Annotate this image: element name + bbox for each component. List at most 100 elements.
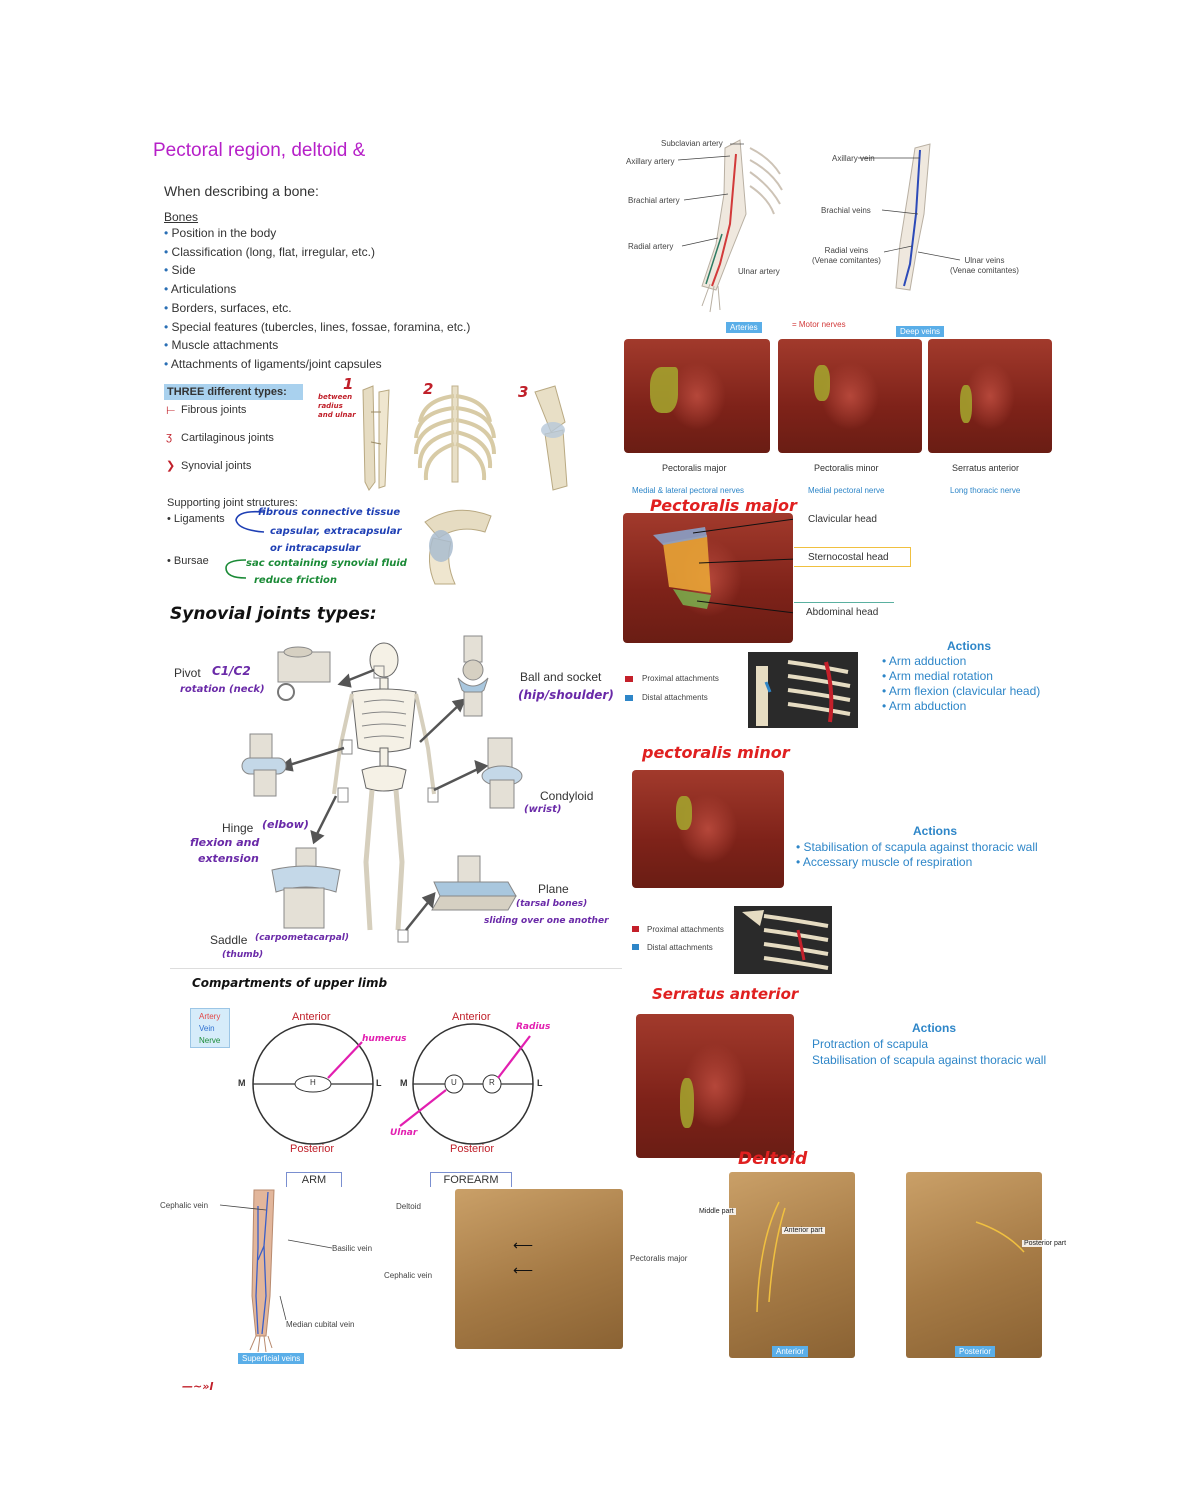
vein-leader-lines — [219, 1204, 333, 1321]
highlight — [960, 385, 972, 423]
list-item: Attachments of ligaments/joint capsules — [164, 355, 470, 374]
radius-ulnar-note: between radius and ulnar — [318, 393, 356, 419]
condyloid-note: (wrist) — [524, 804, 562, 815]
list-item: Arm flexion (clavicular head) — [882, 684, 1040, 699]
posterior-tag: Posterior — [955, 1346, 996, 1357]
cartilaginous-joints: Cartilaginous joints — [181, 432, 274, 444]
fibrous-joints: Fibrous joints — [181, 404, 247, 416]
sternocostal-head-label: Sternocostal head — [808, 552, 889, 563]
arm-vessels-diagram — [677, 139, 961, 313]
serratus-actions-head: Actions — [912, 1021, 957, 1035]
serratus-action-1: Protraction of scapula — [812, 1037, 929, 1051]
number-1: 1 — [343, 375, 354, 393]
radial-veins-label: Radial veins(Venae comitantes) — [812, 246, 881, 265]
humerus-note: humerus — [362, 1034, 407, 1044]
plane-note-2: sliding over one another — [484, 916, 609, 926]
superficial-veins-image — [249, 1189, 275, 1352]
plane-note-1: (tarsal bones) — [516, 899, 588, 909]
axillary-artery-label: Axillary artery — [626, 157, 675, 166]
hinge-note-2: flexion and — [190, 836, 260, 849]
pec-minor-attachment-image — [734, 906, 832, 974]
motor-nerves-label: = Motor nerves — [792, 320, 846, 329]
forearm-anterior-label: Anterior — [452, 1011, 491, 1023]
ulnar-artery-label: Ulnar artery — [738, 267, 780, 276]
bursae-note-2: reduce friction — [254, 575, 338, 586]
arm-medial: M — [238, 1078, 246, 1088]
condyloid-joint-icon — [481, 737, 523, 809]
legend-artery: Artery — [199, 1012, 221, 1021]
cephalic-vein-2-label: Cephalic vein — [384, 1271, 433, 1280]
arm-tab: ARM — [286, 1172, 342, 1187]
skeleton-figure — [332, 642, 436, 931]
serratus-muscle-image — [636, 1014, 794, 1158]
ulnar-note: Ulnar — [390, 1128, 418, 1138]
list-item: Arm adduction — [882, 654, 1040, 669]
arm-anterior-label: Anterior — [292, 1011, 331, 1023]
pec-major-heads-image — [623, 513, 793, 643]
ribcage-image — [414, 385, 496, 483]
humerus-letter: H — [310, 1078, 316, 1087]
basilic-vein-label: Basilic vein — [332, 1244, 373, 1253]
forearm-medial: M — [400, 1078, 408, 1088]
legend-vein: Vein — [199, 1024, 215, 1033]
serratus-action-2: Stabilisation of scapula against thoraci… — [812, 1053, 1047, 1067]
list-item: Special features (tubercles, lines, foss… — [164, 318, 471, 337]
lig-note-1: fibrous connective tissue — [258, 507, 401, 518]
sternocostal-box — [794, 547, 911, 567]
distal-swatch — [632, 944, 639, 950]
arm-posterior-label: Posterior — [290, 1143, 335, 1155]
divider — [170, 968, 622, 969]
plane-label: Plane — [538, 882, 569, 896]
radius-ulna-image — [362, 385, 390, 491]
serratus-nerve: Long thoracic nerve — [950, 486, 1021, 495]
pec-minor-name: Pectoralis minor — [814, 463, 879, 473]
abdominal-line — [794, 602, 894, 621]
compartment-diagram — [252, 1023, 534, 1145]
pec-minor-heading: pectoralis minor — [642, 743, 790, 762]
forearm-lateral: L — [537, 1078, 543, 1088]
pec-major-name: Pectoralis major — [662, 463, 727, 473]
list-item: Accessary muscle of respiration — [796, 855, 1038, 870]
deltoid-anterior-image — [729, 1172, 855, 1358]
posterior-part-label: Posterior part — [1022, 1240, 1069, 1247]
pec-major-actions-head: Actions — [947, 639, 992, 653]
abdominal-head-label: Abdominal head — [806, 607, 879, 618]
bursae-note-1: sac containing synovial fluid — [246, 558, 407, 569]
forearm-tab: FOREARM — [430, 1172, 512, 1187]
list-item: Arm medial rotation — [882, 669, 1040, 684]
pivot-label: Pivot — [174, 666, 201, 680]
arrow-icon: ⟵ — [513, 1237, 534, 1253]
serratus-heading: Serratus anterior — [652, 985, 799, 1003]
pectoralis-minor-image — [778, 339, 922, 453]
list-item: Side — [164, 261, 470, 280]
saddle-joint-icon — [271, 847, 341, 929]
serratus-anterior-image — [928, 339, 1052, 453]
list-item: Muscle attachments — [164, 336, 470, 355]
axillary-vein-label: Axillary vein — [832, 154, 875, 163]
deltoid-posterior-image — [906, 1172, 1042, 1358]
number-3: 3 — [518, 383, 529, 401]
deltoid-lines — [975, 1221, 1025, 1253]
highlight — [814, 365, 830, 401]
pectoralis-major-label: Pectoralis major — [630, 1254, 688, 1263]
anterior-part-label: Anterior part — [782, 1227, 825, 1234]
saddle-note-2: (thumb) — [222, 950, 264, 960]
bone-heading: When describing a bone: — [164, 183, 319, 199]
proximal-label: Proximal attachments — [642, 674, 719, 683]
list-item: Borders, surfaces, etc. — [164, 299, 470, 318]
distal-label: Distal attachments — [642, 693, 708, 702]
knee-image — [534, 385, 568, 491]
compartments-heading: Compartments of upper limb — [192, 976, 388, 990]
list-item: Stabilisation of scapula against thoraci… — [796, 840, 1038, 855]
ulnar-veins-label: Ulnar veins(Venae comitantes) — [950, 256, 1019, 275]
condyloid-label: Condyloid — [540, 789, 594, 803]
joint-marker-1: ⊢ — [166, 405, 176, 417]
ball-socket-label: Ball and socket — [520, 670, 602, 684]
radius-letter: R — [489, 1078, 495, 1087]
bones-subheading: Bones — [164, 210, 199, 224]
bone-list: Position in the body Classification (lon… — [164, 224, 470, 374]
deltoid-heading: Deltoid — [738, 1149, 808, 1169]
serratus-name: Serratus anterior — [952, 463, 1020, 473]
arteries-tag: Arteries — [726, 322, 762, 333]
compartment-legend: Artery Vein Nerve — [190, 1008, 230, 1048]
